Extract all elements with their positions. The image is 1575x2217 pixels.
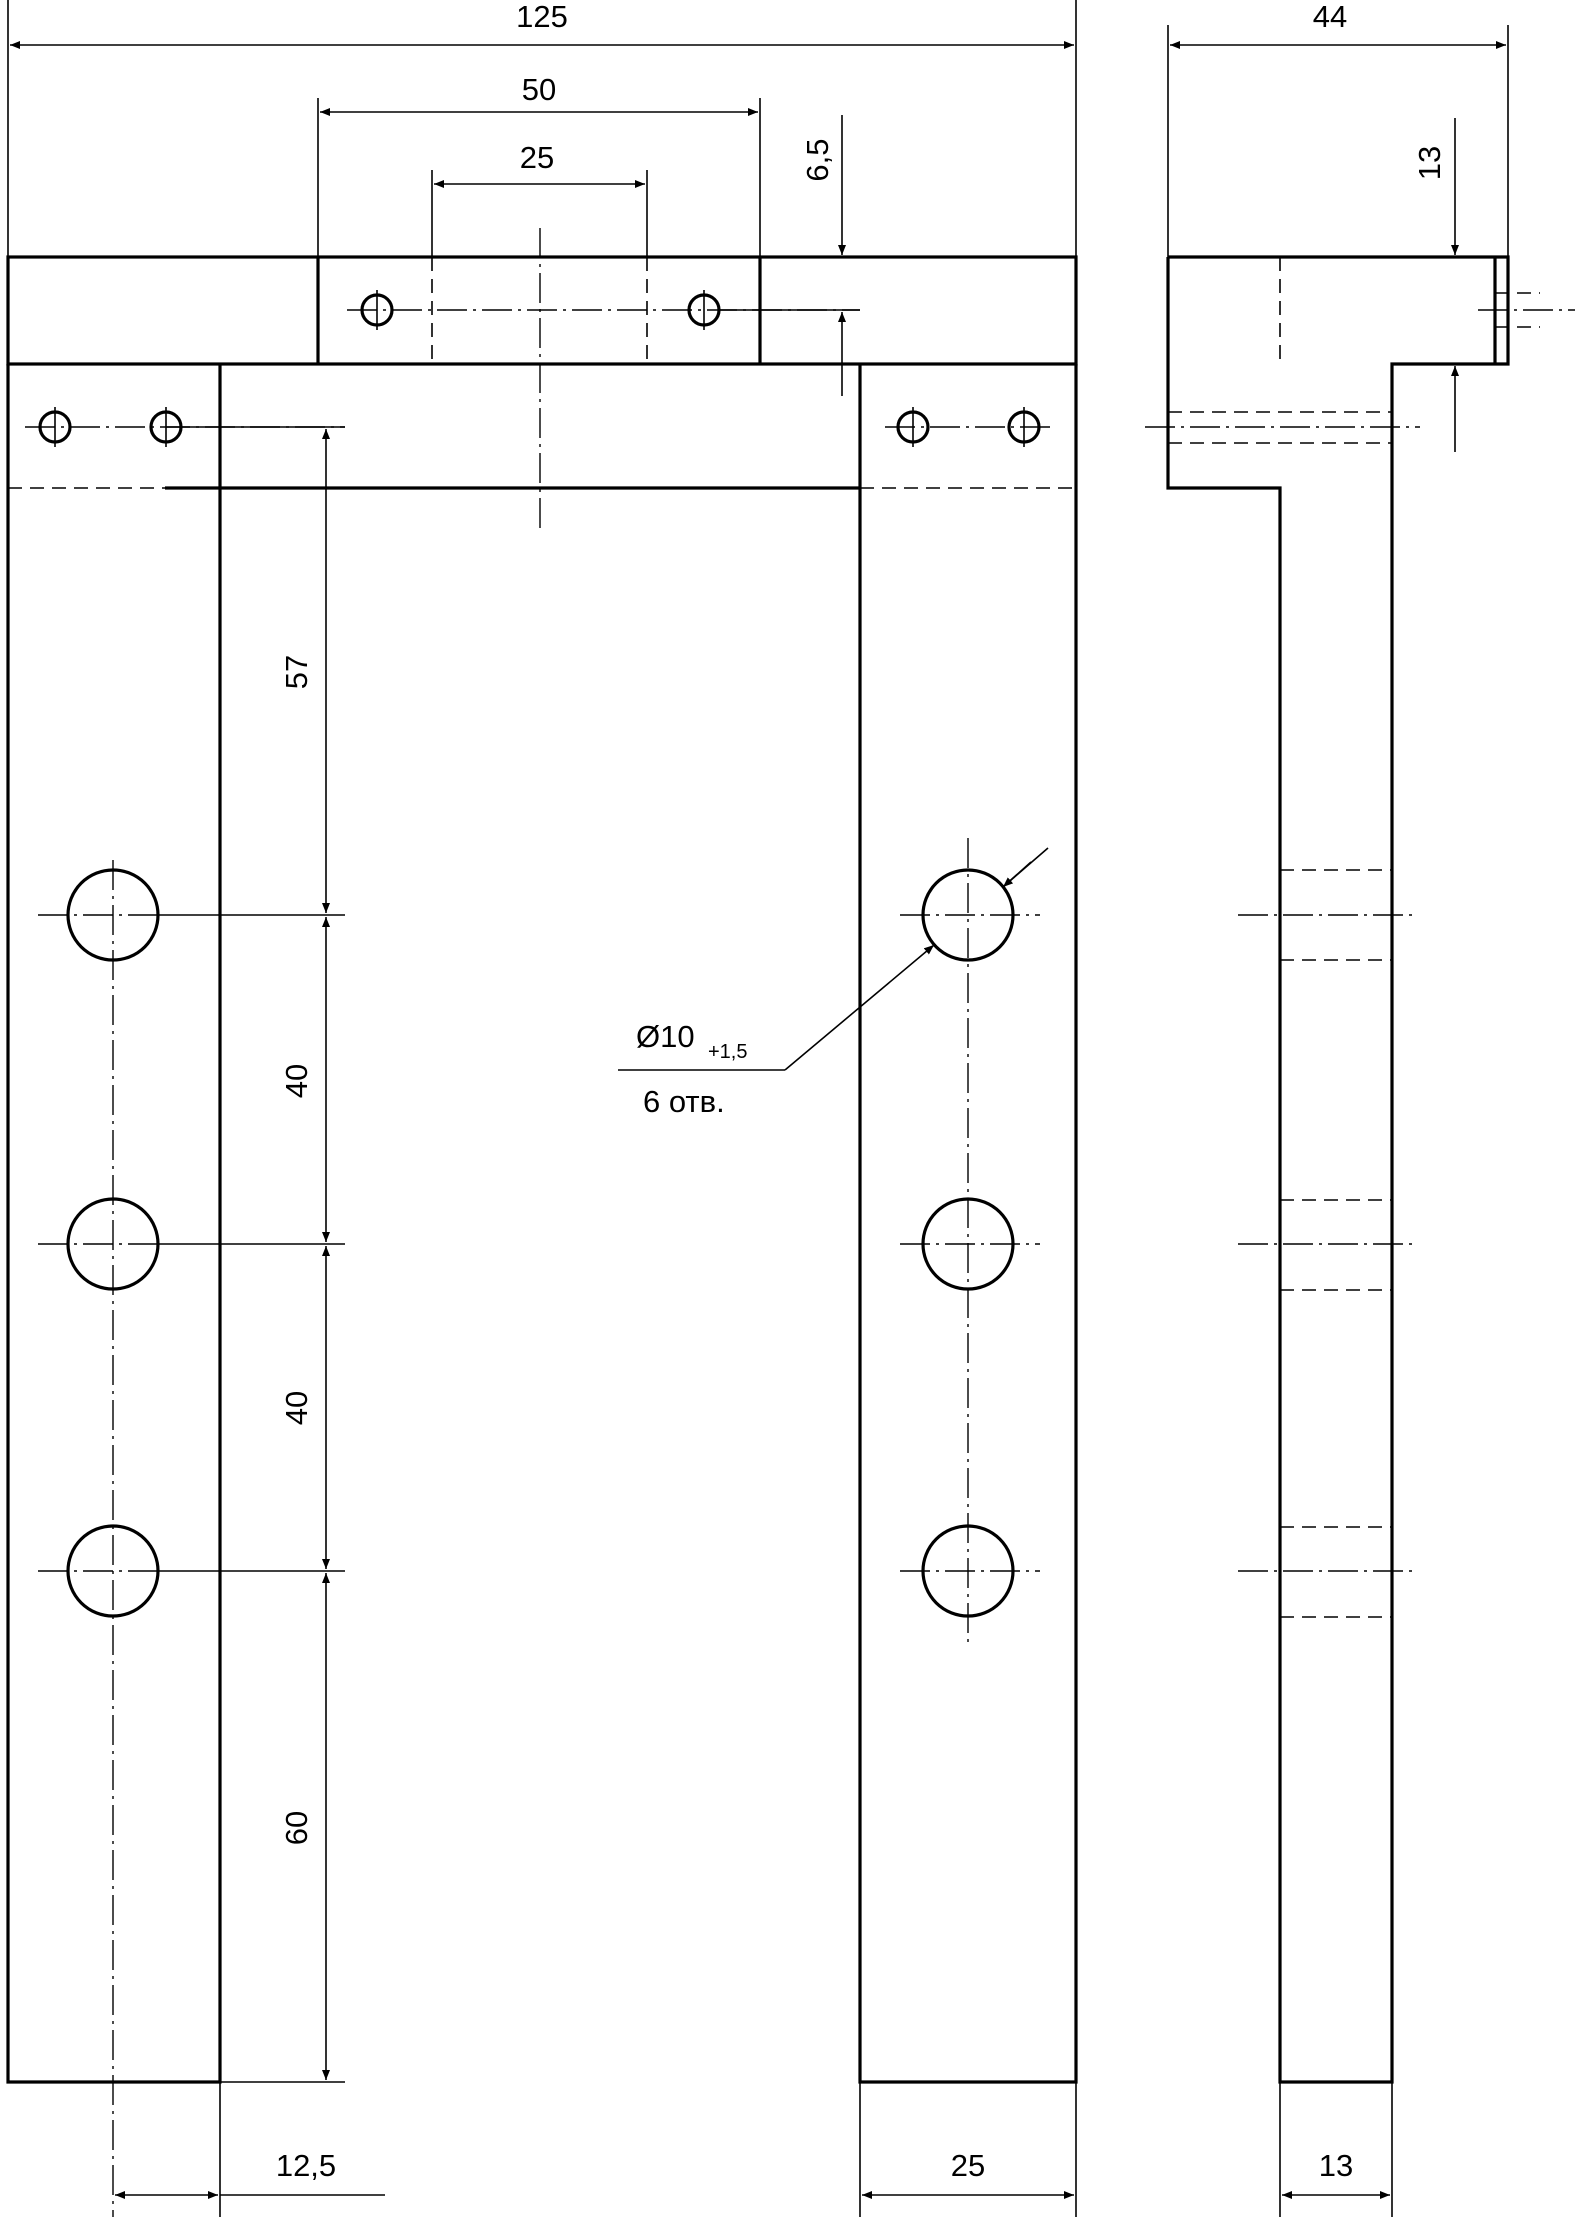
dim-label: 25 <box>951 2148 985 2183</box>
side-view <box>1145 255 1575 2084</box>
dim-label: 60 <box>279 1811 314 1845</box>
dim-label: 50 <box>522 72 556 107</box>
dim-hole-spacing-top: 25 <box>431 140 648 257</box>
dim-side-depth: 44 <box>1167 0 1509 257</box>
dim-top-block-height: 6,5 <box>720 115 860 396</box>
side-hidden-holes <box>1238 869 1418 1618</box>
dim-label: 125 <box>516 0 568 34</box>
dim-leg-width: 25 <box>859 2082 1077 2217</box>
dim-label: 25 <box>520 140 554 175</box>
dimensions: 125 50 25 6,5 44 <box>7 0 1509 2217</box>
dim-label: 40 <box>279 1064 314 1098</box>
dim-label: 57 <box>279 655 314 689</box>
callout-count: 6 отв. <box>643 1084 725 1119</box>
top-bar <box>6 255 1078 366</box>
diameter-symbol: Ø <box>636 1019 660 1054</box>
hole-callout: Ø10 +1,5 6 отв. <box>618 847 1049 1119</box>
dim-label: 44 <box>1313 0 1347 34</box>
callout-diameter: Ø10 <box>636 1019 695 1054</box>
dim-label: 40 <box>279 1391 314 1425</box>
dim-label: 13 <box>1412 146 1447 180</box>
dim-overall-width: 125 <box>7 0 1077 257</box>
dim-side-step: 13 <box>1412 118 1459 452</box>
right-large-holes <box>900 838 1040 1645</box>
dim-label: 13 <box>1319 2148 1353 2183</box>
dim-vertical-chain: 57 40 40 60 <box>150 426 345 2083</box>
leg-top-holes <box>25 407 1055 447</box>
dim-hole-edge-offset: 12,5 <box>115 2082 385 2217</box>
left-leg <box>6 364 860 2084</box>
front-view <box>6 228 1078 2217</box>
right-leg <box>858 364 1078 2084</box>
diameter-value: 10 <box>660 1019 694 1054</box>
callout-tolerance: +1,5 <box>708 1041 747 1063</box>
dim-center-block: 50 <box>317 72 761 257</box>
dim-label: 6,5 <box>800 138 835 181</box>
dim-label: 12,5 <box>276 2148 336 2183</box>
dim-leg-thickness: 13 <box>1279 2082 1393 2217</box>
left-large-holes <box>38 860 160 2217</box>
top-block-holes <box>347 228 860 530</box>
